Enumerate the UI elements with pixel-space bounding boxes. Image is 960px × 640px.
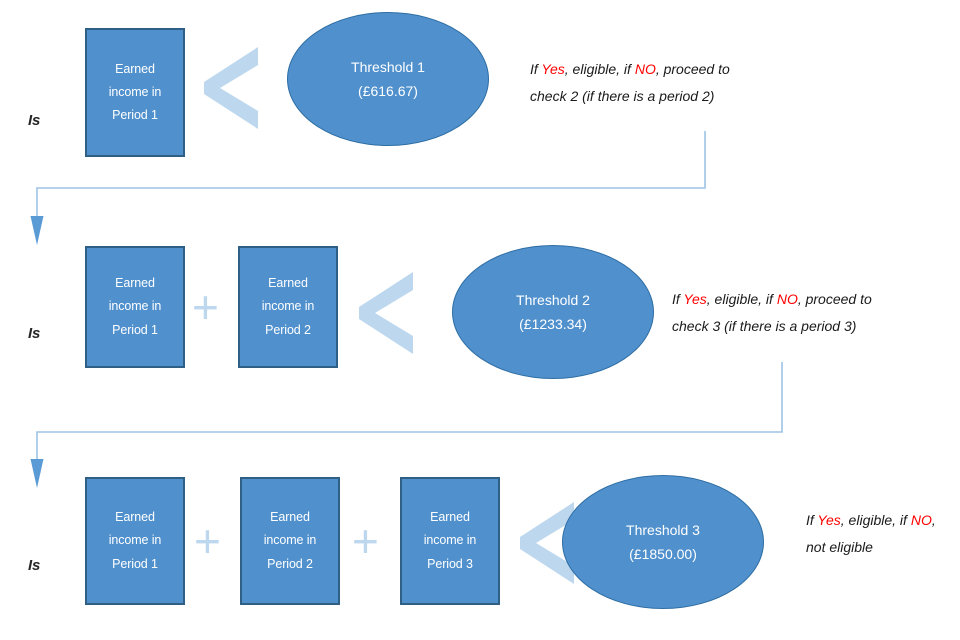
note-no-highlight: NO [910,512,932,528]
income-box-line-3: Period 1 [112,322,158,337]
note-suffix: , proceed to [655,61,730,77]
income-box-line-1: Earned [115,61,155,76]
plus-operator-row3-2: + [352,515,379,567]
note-suffix: , proceed to [797,291,872,307]
income-box-line-1: Earned [115,276,155,291]
is-label-row-1: Is [28,112,41,129]
note-yes-highlight: Yes [817,512,841,528]
income-box-line-2: income in [261,299,315,314]
note-yes-highlight: Yes [541,61,565,77]
income-box-line-2: income in [263,533,317,548]
connector-check2-to-check3 [30,362,783,488]
income-box-row3-period2: Earned income in Period 2 [240,477,340,605]
income-box-line-3: Period 2 [267,556,313,571]
note-suffix: , [931,512,936,528]
threshold-ellipse-1: Threshold 1 (£616.67) [287,12,489,146]
income-box-row3-period3: Earned income in Period 3 [400,477,500,605]
threshold-ellipse-3: Threshold 3 (£1850.00) [562,475,764,609]
note-middle: , eligible, if [564,61,635,77]
note-prefix: If [530,61,542,77]
threshold-amount: (£616.67) [358,83,418,99]
income-box-line-2: income in [423,533,477,548]
note-row-2: If Yes, eligible, if NO, proceed to chec… [672,286,872,341]
note-middle: , eligible, if [706,291,777,307]
less-than-icon-row-1 [204,47,258,129]
threshold-amount: (£1850.00) [629,546,697,562]
income-box-line-1: Earned [270,510,310,525]
threshold-ellipse-2: Threshold 2 (£1233.34) [452,245,654,379]
income-box-row3-period1: Earned income in Period 1 [85,477,185,605]
threshold-name: Threshold 1 [351,58,425,75]
income-box-line-3: Period 2 [265,322,311,337]
income-box-row1-period1: Earned income in Period 1 [85,28,185,157]
is-label-row-3: Is [28,557,41,574]
income-box-line-3: Period 3 [427,556,473,571]
income-box-line-3: Period 1 [112,108,158,123]
note-yes-highlight: Yes [683,291,707,307]
plus-operator-row3-1: + [194,515,221,567]
income-box-line-2: income in [108,299,162,314]
income-box-row2-period1: Earned income in Period 1 [85,246,185,368]
note-no-highlight: NO [776,291,798,307]
income-box-line-1: Earned [430,510,470,525]
note-row-1: If Yes, eligible, if NO, proceed to chec… [530,56,730,111]
note-line-1: If Yes, eligible, if NO, proceed to [672,286,872,313]
note-prefix: If [806,512,818,528]
note-line-1: If Yes, eligible, if NO, [806,507,936,534]
less-than-icon-row-3 [520,502,574,584]
note-middle: , eligible, if [840,512,911,528]
income-box-line-2: income in [108,533,162,548]
threshold-amount: (£1233.34) [519,316,587,332]
plus-operator-row2-1: + [192,281,219,333]
note-line-2: check 2 (if there is a period 2) [530,88,715,105]
note-line-2: not eligible [806,539,873,556]
income-box-line-1: Earned [115,510,155,525]
threshold-name: Threshold 2 [516,291,590,308]
threshold-name: Threshold 3 [626,521,700,538]
note-row-3: If Yes, eligible, if NO, not eligible [806,507,936,562]
note-line-1: If Yes, eligible, if NO, proceed to [530,56,730,83]
note-prefix: If [672,291,684,307]
note-line-2: check 3 (if there is a period 3) [672,318,857,335]
income-box-row2-period2: Earned income in Period 2 [238,246,338,368]
income-box-line-3: Period 1 [112,556,158,571]
is-label-row-2: Is [28,325,41,342]
income-box-line-2: income in [108,84,162,99]
income-box-line-1: Earned [268,276,308,291]
note-no-highlight: NO [634,61,656,77]
less-than-icon-row-2 [359,272,413,354]
